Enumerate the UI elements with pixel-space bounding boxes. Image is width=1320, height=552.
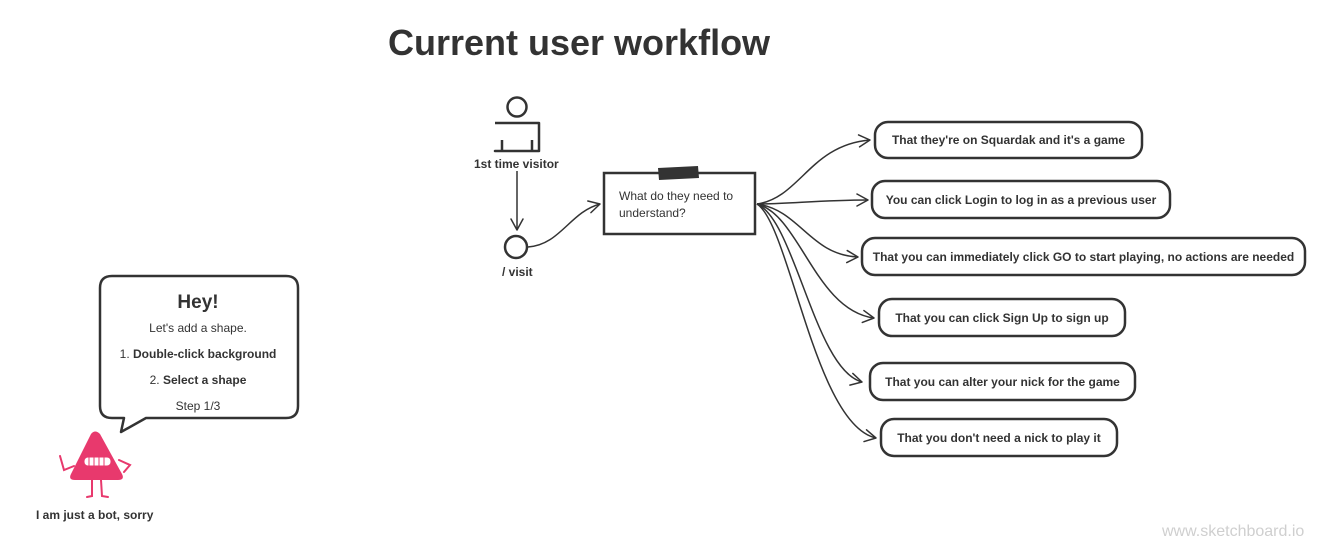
question-text: What do they need to understand? <box>619 188 749 222</box>
bot-mascot-icon[interactable] <box>59 431 132 498</box>
bubble-step-2: 2. Select a shape <box>98 373 298 387</box>
answer-text-6: That you don't need a nick to play it <box>897 430 1101 445</box>
answer-box-5[interactable] <box>868 361 1137 402</box>
step-2-text: Select a shape <box>162 373 247 387</box>
watermark[interactable]: www.sketchboard.io <box>1162 523 1305 540</box>
bubble-intro: Let's add a shape. <box>149 321 247 335</box>
answer-box-2[interactable] <box>870 179 1172 220</box>
step-2-number: 2. <box>149 373 160 387</box>
answer-text-2: You can click Login to log in as a previ… <box>885 192 1157 207</box>
answer-text-3: That you can immediately click GO to sta… <box>872 249 1295 264</box>
visitor-person-icon[interactable] <box>493 96 541 153</box>
answer-box-4[interactable] <box>877 297 1127 338</box>
answer-box-1[interactable] <box>873 120 1144 160</box>
step-1-text: Double-click background <box>133 347 277 361</box>
question-line-1: What do they need to <box>619 189 734 203</box>
answer-box-3[interactable] <box>860 236 1307 277</box>
bubble-step-1: 1. Double-click background <box>98 347 298 361</box>
visit-node[interactable] <box>503 234 529 260</box>
visit-label: / visit <box>502 265 533 279</box>
connector-answer-2[interactable] <box>756 193 869 207</box>
connector-visit-to-question[interactable] <box>527 200 601 248</box>
step-counter: Step 1/3 <box>175 399 221 413</box>
answer-text-5: That you can alter your nick for the gam… <box>885 374 1120 389</box>
visitor-label: 1st time visitor <box>474 157 559 171</box>
connector-answer-3[interactable] <box>756 203 859 264</box>
connector-answer-1[interactable] <box>756 134 871 205</box>
helper-bubble-content: Hey! Let's add a shape. 1. Double-click … <box>98 275 298 418</box>
answer-text-1: That they're on Squardak and it's a game <box>891 133 1126 147</box>
question-line-2: understand? <box>619 206 686 220</box>
tape-strip <box>658 166 699 180</box>
answer-box-6[interactable] <box>879 417 1119 458</box>
connector-answer-6[interactable] <box>756 203 877 443</box>
step-1-number: 1. <box>119 347 130 361</box>
connector-answer-5[interactable] <box>756 203 863 386</box>
question-box[interactable] <box>602 171 757 236</box>
bubble-heading: Hey! <box>177 292 219 313</box>
bot-caption: I am just a bot, sorry <box>36 508 154 522</box>
connector-answer-4[interactable] <box>756 203 875 324</box>
page-title: Current user workflow <box>388 22 771 63</box>
speech-bubble[interactable] <box>98 274 300 434</box>
answer-text-4: That you can click Sign Up to sign up <box>895 310 1109 325</box>
